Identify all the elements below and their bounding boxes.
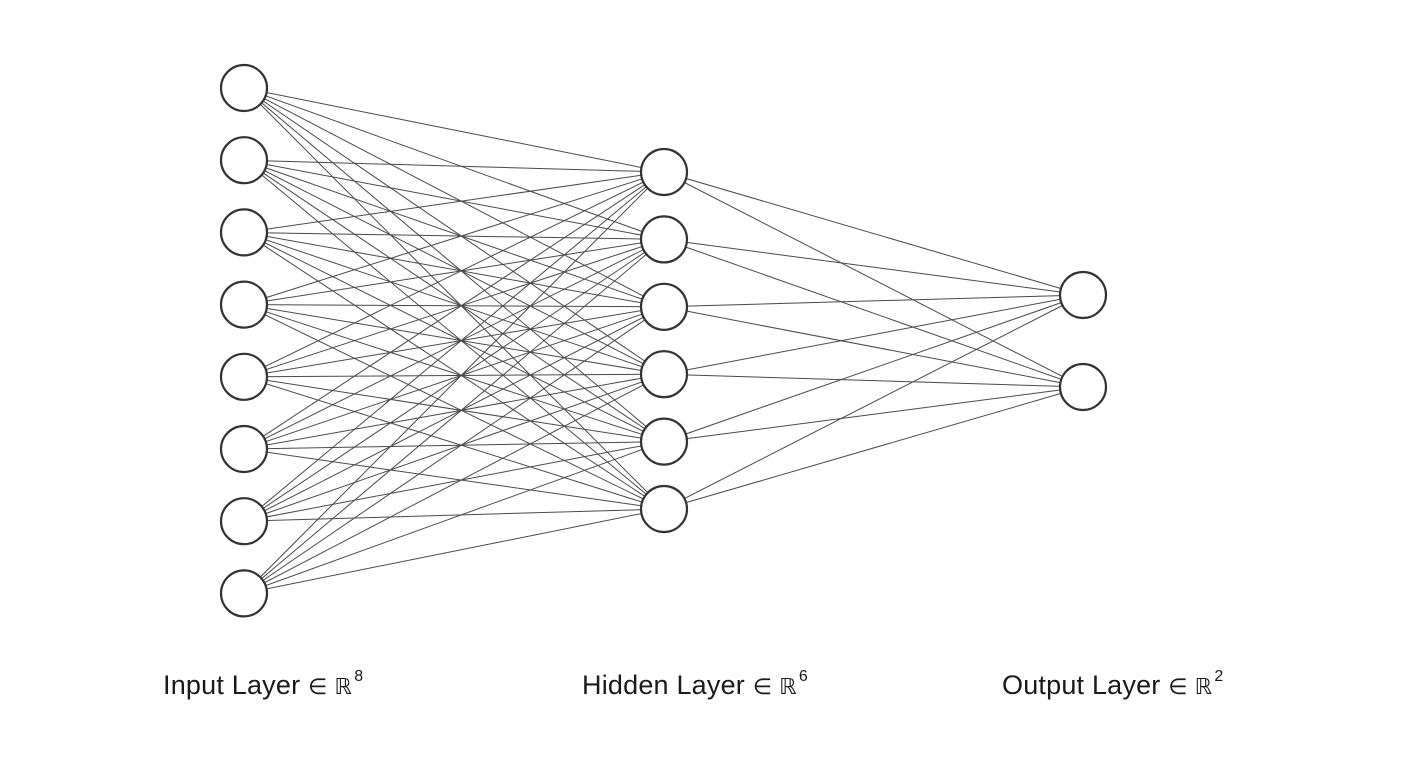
edge-hidden-1-to-output-2	[663, 171, 1084, 388]
edge-input-8-to-hidden-2	[243, 239, 665, 594]
edge-input-3-to-hidden-1	[243, 171, 665, 233]
edge-input-7-to-hidden-6	[243, 508, 665, 522]
edge-input-3-to-hidden-4	[243, 231, 665, 375]
edge-input-5-to-hidden-4	[243, 373, 665, 378]
input-node-5	[219, 352, 269, 401]
edge-input-4-to-hidden-1	[243, 171, 665, 306]
hidden-node-1	[639, 147, 689, 197]
output-layer-dimension: 2	[1214, 668, 1224, 685]
edge-hidden-3-to-output-1	[663, 294, 1084, 308]
edge-input-6-to-hidden-1	[243, 171, 665, 450]
output-node-2	[1058, 362, 1108, 412]
edge-input-4-to-hidden-2	[243, 238, 665, 306]
edge-input-6-to-hidden-3	[243, 306, 665, 450]
edge-input-2-to-hidden-6	[243, 159, 665, 510]
input-node-8	[219, 569, 269, 618]
edge-input-6-to-hidden-5	[243, 441, 665, 450]
edge-input-8-to-hidden-6	[243, 508, 665, 594]
edge-hidden-2-to-output-1	[663, 238, 1084, 296]
hidden-node-3	[639, 282, 689, 331]
edge-input-5-to-hidden-6	[243, 376, 665, 510]
edge-input-1-to-hidden-2	[243, 87, 665, 240]
edge-hidden-6-to-output-2	[663, 386, 1084, 510]
edge-hidden-4-to-output-2	[663, 373, 1084, 388]
edge-input-1-to-hidden-6	[243, 87, 665, 510]
edge-input-3-to-hidden-6	[243, 231, 665, 510]
input-layer-dimension: 8	[354, 668, 364, 685]
input-layer-set-symbol: ∈ ℝ	[308, 675, 353, 700]
edge-input-7-to-hidden-2	[243, 238, 665, 522]
hidden-node-6	[639, 484, 689, 534]
edge-input-7-to-hidden-1	[243, 171, 665, 522]
edge-input-6-to-hidden-4	[243, 373, 665, 450]
input-node-6	[219, 424, 269, 474]
edge-input-4-to-hidden-5	[243, 304, 665, 443]
edge-input-1-to-hidden-1	[243, 87, 665, 173]
edge-input-4-to-hidden-3	[243, 304, 665, 308]
hidden-layer-dimension: 6	[798, 668, 809, 685]
output-layer-set-symbol: ∈ ℝ	[1168, 675, 1213, 700]
edge-input-8-to-hidden-1	[243, 171, 665, 594]
hidden-node-5	[639, 417, 689, 466]
edge-hidden-6-to-output-1	[663, 294, 1084, 510]
edge-input-4-to-hidden-4	[243, 304, 665, 375]
nodes-group	[219, 63, 1108, 618]
edge-hidden-2-to-output-2	[663, 238, 1084, 388]
edge-input-3-to-hidden-2	[243, 231, 665, 240]
edge-input-7-to-hidden-5	[243, 441, 665, 522]
output-layer-name: Output Layer	[1002, 670, 1161, 700]
input-node-2	[219, 136, 269, 185]
edge-input-6-to-hidden-2	[243, 238, 665, 450]
input-layer-name: Input Layer	[163, 670, 301, 700]
edge-input-8-to-hidden-5	[243, 441, 665, 594]
edge-hidden-5-to-output-2	[663, 386, 1084, 443]
hidden-node-2	[639, 215, 689, 264]
hidden-node-4	[639, 350, 689, 399]
edge-input-6-to-hidden-6	[243, 448, 665, 510]
input-node-4	[219, 280, 269, 329]
edge-hidden-3-to-output-2	[663, 306, 1084, 388]
edge-input-2-to-hidden-4	[243, 159, 665, 375]
edge-input-5-to-hidden-5	[243, 376, 665, 443]
edge-input-2-to-hidden-2	[243, 159, 665, 240]
edge-hidden-4-to-output-1	[663, 294, 1084, 375]
edge-input-3-to-hidden-3	[243, 231, 665, 308]
edge-input-2-to-hidden-5	[243, 159, 665, 443]
edges-group	[243, 87, 1084, 594]
edge-input-2-to-hidden-1	[243, 159, 665, 173]
edge-input-1-to-hidden-4	[243, 87, 665, 375]
hidden-layer-name: Hidden Layer	[582, 670, 746, 700]
edge-input-2-to-hidden-3	[243, 159, 665, 308]
edge-input-5-to-hidden-3	[243, 306, 665, 378]
edge-input-8-to-hidden-3	[243, 306, 665, 594]
edge-input-5-to-hidden-2	[243, 238, 665, 378]
edge-input-4-to-hidden-6	[243, 304, 665, 510]
edge-input-8-to-hidden-4	[243, 373, 665, 594]
edge-input-5-to-hidden-1	[243, 171, 665, 378]
edge-hidden-5-to-output-1	[663, 294, 1084, 443]
input-node-1	[219, 63, 269, 113]
edge-input-3-to-hidden-5	[243, 231, 665, 443]
edge-input-7-to-hidden-4	[243, 373, 665, 522]
hidden-layer-set-symbol: ∈ ℝ	[752, 675, 797, 700]
output-node-1	[1058, 270, 1108, 320]
input-node-3	[219, 208, 269, 257]
edge-input-1-to-hidden-5	[243, 87, 665, 442]
edge-input-1-to-hidden-3	[243, 87, 665, 308]
edge-input-7-to-hidden-3	[243, 306, 665, 522]
edge-hidden-1-to-output-1	[663, 171, 1084, 296]
input-node-7	[219, 497, 269, 546]
